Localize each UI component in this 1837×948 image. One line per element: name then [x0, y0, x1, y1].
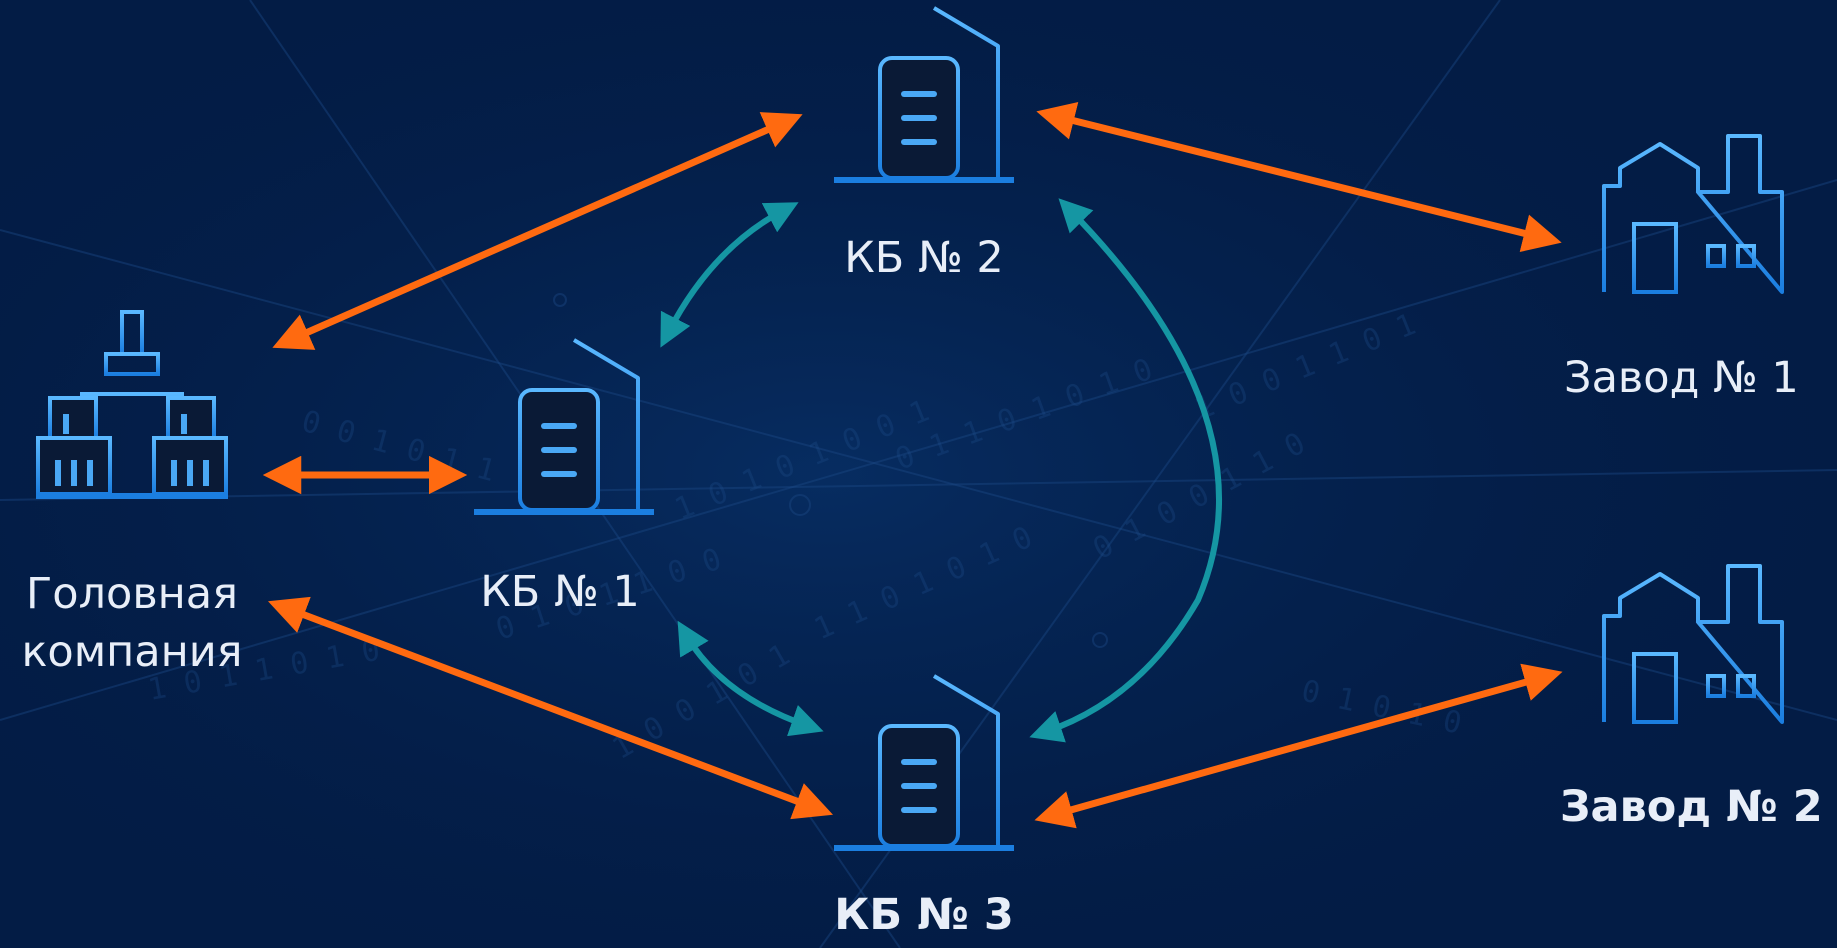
arrow-kb1-kb3 — [677, 620, 824, 737]
factory-icon-plant2 — [1602, 564, 1784, 724]
office-building-icon-kb3 — [834, 676, 1014, 848]
arrow-kb1-kb2 — [660, 202, 799, 348]
arrow-kb2-kb3 — [1029, 198, 1223, 743]
office-building-icon-kb2 — [834, 8, 1014, 180]
label-head-office-line1: Головная — [26, 569, 238, 619]
label-head-office-line2: компания — [21, 627, 243, 677]
factory-icon-plant1 — [1602, 134, 1784, 294]
arrow-kb3-plant2 — [1034, 663, 1563, 829]
label-plant2: Завод № 2 — [1560, 782, 1823, 832]
label-kb3: КБ № 3 — [834, 890, 1014, 940]
label-kb1: КБ № 1 — [480, 567, 640, 617]
skyscraper-icon — [36, 274, 228, 496]
arrow-kb2-plant1 — [1036, 101, 1562, 253]
arrow-head-office-kb2 — [272, 112, 803, 350]
label-plant1: Завод № 1 — [1564, 353, 1799, 403]
label-kb2: КБ № 2 — [844, 233, 1004, 283]
office-building-icon-kb1 — [474, 340, 654, 512]
arrow-head-office-kb3 — [267, 596, 834, 820]
